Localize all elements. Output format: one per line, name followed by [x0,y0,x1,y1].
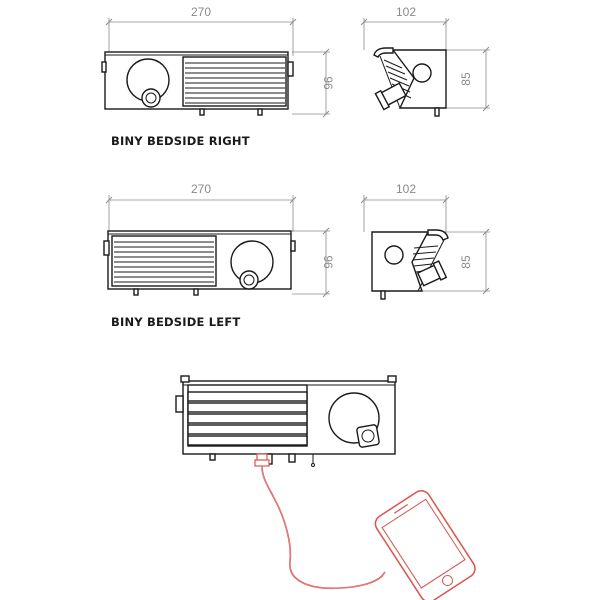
right-side-width-dimension: 102 [360,5,450,50]
left-front-width-value: 270 [191,182,211,196]
left-front-body [103,230,296,296]
right-side-view: 102 85 [360,5,490,117]
left-side-width-dimension: 102 [360,182,450,232]
left-front-height-value: 96 [321,255,335,269]
left-side-width-value: 102 [396,182,416,196]
right-front-body [101,51,294,116]
left-side-height-dimension: 85 [420,228,490,295]
smartphone-icon [374,490,476,600]
right-side-body [373,47,447,117]
right-side-width-value: 102 [396,5,416,19]
usb-plug-icon [254,453,270,467]
right-front-height-value: 96 [321,76,335,90]
right-front-height-dimension: 96 [292,48,335,118]
left-side-body [371,229,449,300]
left-front-height-dimension: 96 [292,227,335,298]
right-variant-label: BINY BEDSIDE RIGHT [111,134,250,148]
left-variant-label: BINY BEDSIDE LEFT [111,315,240,329]
right-side-height-value: 85 [459,72,473,86]
right-front-view: 270 96 [101,5,335,118]
left-side-height-value: 85 [459,255,473,269]
left-side-view: 102 85 [360,182,490,300]
left-front-view: 270 96 [103,182,335,298]
right-side-height-dimension: 85 [446,46,490,112]
large-front-body [175,375,397,467]
left-front-width-dimension: 270 [105,182,297,232]
right-front-width-dimension: 270 [105,5,297,56]
charging-cable [261,465,386,590]
right-front-width-value: 270 [191,5,211,19]
charging-illustration [175,375,476,600]
